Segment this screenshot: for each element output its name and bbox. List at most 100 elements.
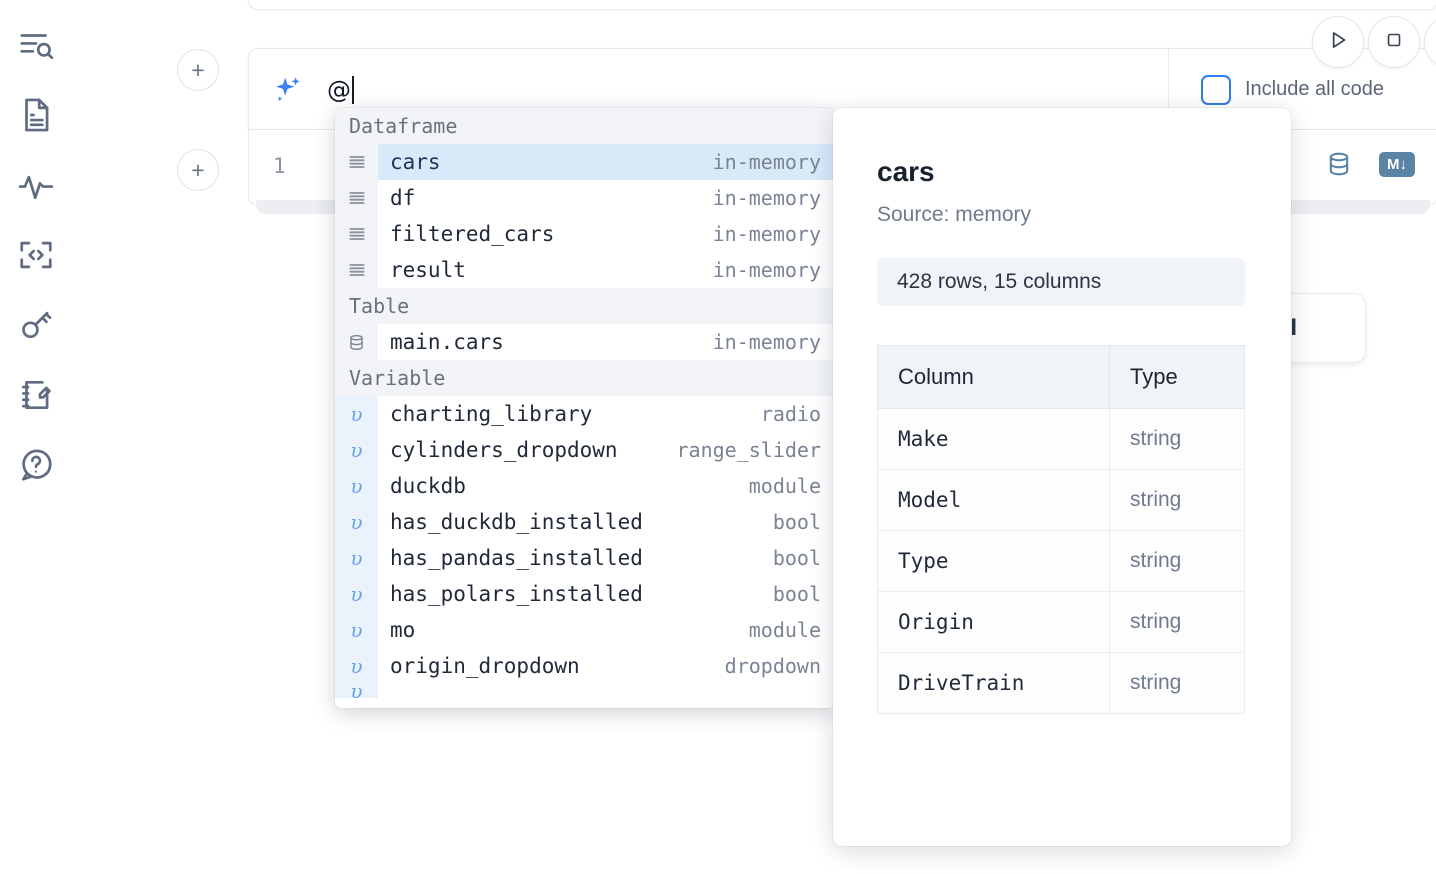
- variable-icon: υ: [335, 504, 378, 540]
- doc-table-header-cell: Column: [878, 346, 1110, 409]
- autocomplete-section-header: Table: [335, 288, 835, 324]
- doc-column-name: Make: [878, 409, 1110, 470]
- autocomplete-item[interactable]: υcharting_library radio: [335, 396, 835, 432]
- doc-shape-badge: 428 rows, 15 columns: [877, 258, 1245, 306]
- sidebar-item-notebook-file[interactable]: [12, 88, 60, 142]
- autocomplete-section-header: Variable: [335, 360, 835, 396]
- database-icon: [335, 324, 378, 360]
- autocomplete-item[interactable]: υorigin_dropdown dropdown: [335, 648, 835, 684]
- sparkle-ai-icon: [271, 73, 305, 107]
- autocomplete-item-name: cars: [378, 150, 441, 174]
- code-snippet-icon: [17, 236, 55, 274]
- autocomplete-item[interactable]: υhas_duckdb_installed bool: [335, 504, 835, 540]
- autocomplete-item[interactable]: υhas_pandas_installedbool: [335, 540, 835, 576]
- key-icon: [17, 306, 55, 344]
- autocomplete-item-name: filtered_cars: [378, 222, 554, 246]
- doc-table-row: Originstring: [878, 592, 1245, 653]
- dataframe-lines-icon: [335, 144, 378, 180]
- autocomplete-item[interactable]: dfin-memory: [335, 180, 835, 216]
- variable-icon: υ: [335, 396, 378, 432]
- autocomplete-item-name: main.cars: [378, 330, 504, 354]
- variable-icon: υ: [335, 468, 378, 504]
- add-cell-button-top[interactable]: +: [177, 49, 219, 91]
- doc-column-name: DriveTrain: [878, 653, 1110, 714]
- autocomplete-item[interactable]: main.carsin-memory: [335, 324, 835, 360]
- autocomplete-item-type: bool: [773, 582, 821, 606]
- stop-square-icon: [1382, 28, 1406, 57]
- scratchpad-edit-icon: [17, 376, 55, 414]
- autocomplete-item-type: module: [749, 618, 821, 642]
- autocomplete-item-name: charting_library: [378, 402, 592, 426]
- dataframe-lines-icon: [335, 252, 378, 288]
- sidebar-item-snippets[interactable]: [12, 228, 60, 282]
- sidebar-item-secrets[interactable]: [12, 298, 60, 352]
- autocomplete-item-type: bool: [773, 546, 821, 570]
- help-chat-icon: [17, 446, 55, 484]
- doc-column-type: string: [1110, 470, 1245, 531]
- autocomplete-item-type: bool: [773, 510, 821, 534]
- autocomplete-item[interactable]: υduckdb module: [335, 468, 835, 504]
- add-cell-button-bottom[interactable]: +: [177, 149, 219, 191]
- autocomplete-dropdown[interactable]: Dataframecarsin-memorydfin-memoryfiltere…: [335, 108, 835, 708]
- database-icon[interactable]: [1325, 150, 1353, 178]
- autocomplete-item-name: origin_dropdown: [378, 654, 580, 678]
- outline-search-icon: [17, 26, 55, 64]
- doc-table-row: Makestring: [878, 409, 1245, 470]
- documentation-panel: cars Source: memory 428 rows, 15 columns…: [833, 108, 1291, 846]
- dataframe-lines-icon: [335, 216, 378, 252]
- autocomplete-item[interactable]: filtered_cars in-memory: [335, 216, 835, 252]
- run-button[interactable]: [1312, 16, 1364, 68]
- autocomplete-item[interactable]: cars in-memory: [335, 144, 835, 180]
- variable-icon: υ: [335, 612, 378, 648]
- include-all-code-checkbox[interactable]: [1201, 75, 1231, 105]
- autocomplete-item-type: dropdown: [725, 654, 821, 678]
- doc-column-type: string: [1110, 653, 1245, 714]
- autocomplete-item-name: has_duckdb_installed: [378, 510, 643, 534]
- doc-source: Source: memory: [877, 203, 1031, 227]
- autocomplete-item-partial[interactable]: υ: [335, 684, 835, 698]
- doc-table-header-row: ColumnType: [878, 346, 1245, 409]
- autocomplete-item[interactable]: υmo module: [335, 612, 835, 648]
- dataframe-lines-icon: [335, 180, 378, 216]
- previous-cell: [248, 0, 1436, 10]
- autocomplete-item-type: in-memory: [713, 258, 821, 282]
- autocomplete-item[interactable]: result in-memory: [335, 252, 835, 288]
- autocomplete-item-name: duckdb: [378, 474, 466, 498]
- autocomplete-item-type: range_slider: [677, 438, 822, 462]
- autocomplete-item-name: mo: [378, 618, 415, 642]
- doc-column-type: string: [1110, 592, 1245, 653]
- doc-column-table: ColumnType MakestringModelstringTypestri…: [877, 345, 1245, 714]
- line-number: 1: [273, 154, 286, 178]
- autocomplete-item-name: has_polars_installed: [378, 582, 643, 606]
- doc-title: cars: [877, 156, 935, 188]
- variable-icon: υ: [335, 576, 378, 612]
- autocomplete-item-type: radio: [761, 402, 821, 426]
- autocomplete-item-name: result: [378, 258, 466, 282]
- autocomplete-item-type: module: [749, 474, 821, 498]
- doc-column-name: Type: [878, 531, 1110, 592]
- play-icon: [1325, 27, 1351, 58]
- stop-button[interactable]: [1368, 16, 1420, 68]
- autocomplete-item-type: in-memory: [713, 222, 821, 246]
- plus-icon: +: [191, 159, 204, 182]
- autocomplete-section-header: Dataframe: [335, 108, 835, 144]
- doc-column-name: Origin: [878, 592, 1110, 653]
- markdown-label: M: [1387, 156, 1400, 173]
- doc-table-header-cell: Type: [1110, 346, 1245, 409]
- variable-icon: υ: [335, 648, 378, 684]
- variable-icon: υ: [335, 684, 378, 698]
- sidebar-item-scratchpad[interactable]: [12, 368, 60, 422]
- markdown-icon[interactable]: M↓: [1379, 152, 1415, 177]
- file-document-icon: [17, 96, 55, 134]
- autocomplete-item[interactable]: υhas_polars_installed bool: [335, 576, 835, 612]
- sidebar-item-help[interactable]: [12, 438, 60, 492]
- variable-icon: υ: [335, 540, 378, 576]
- sidebar-item-explore[interactable]: [12, 18, 60, 72]
- ai-prompt-text: @: [327, 76, 354, 104]
- doc-table-row: DriveTrainstring: [878, 653, 1245, 714]
- doc-table-row: Typestring: [878, 531, 1245, 592]
- doc-table-row: Modelstring: [878, 470, 1245, 531]
- autocomplete-item[interactable]: υcylinders_dropdownrange_slider: [335, 432, 835, 468]
- sidebar-item-activity[interactable]: [12, 158, 60, 212]
- autocomplete-item-type: in-memory: [713, 150, 821, 174]
